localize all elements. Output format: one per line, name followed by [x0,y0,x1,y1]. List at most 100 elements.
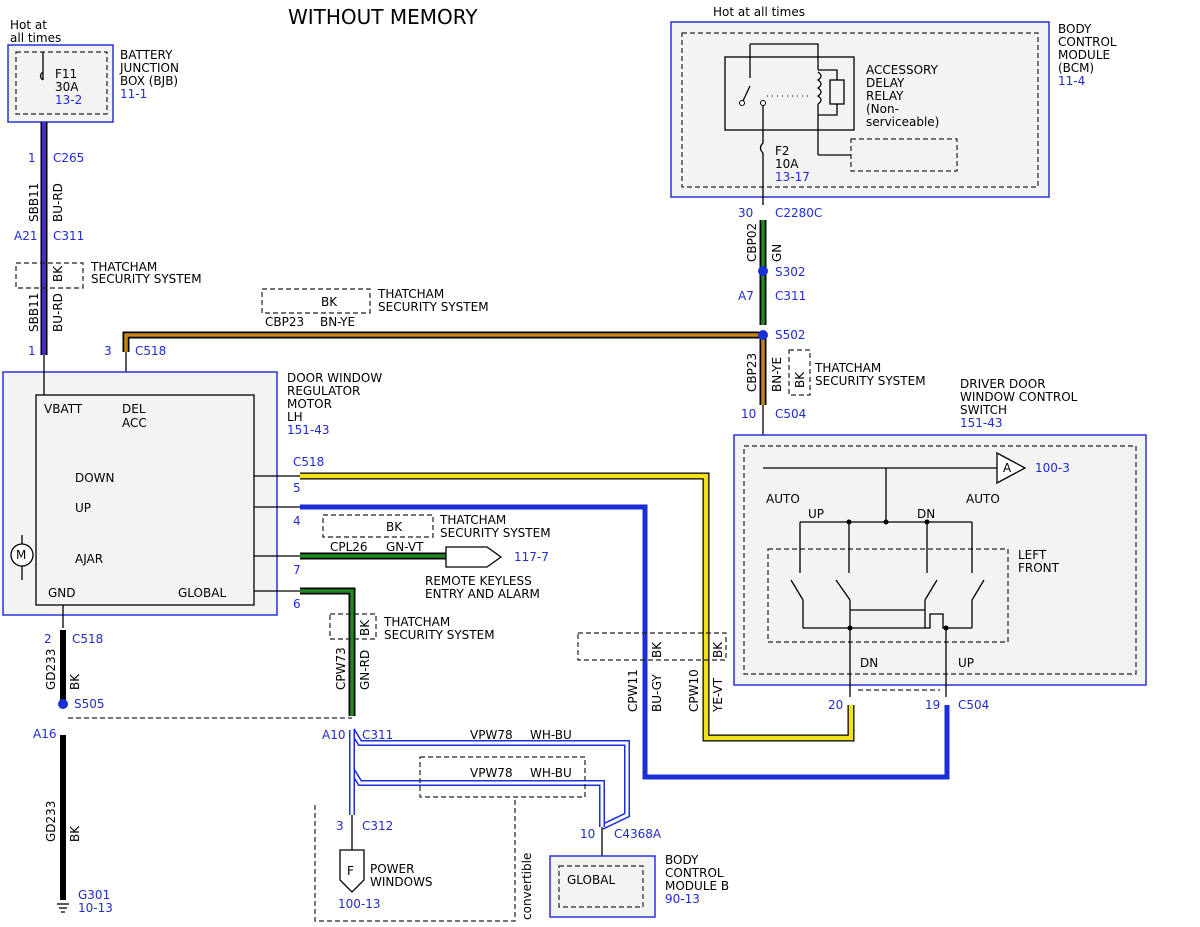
c311-b-label: C311 [775,289,806,303]
c312-pin: 3 [336,819,344,833]
gd233-label-b: GD233 [44,801,58,842]
pw-ref: 100-13 [338,897,381,911]
cpl26-label: CPL26 [330,540,368,554]
security-box-e [788,349,811,396]
bcm-name-2: CONTROL [1058,35,1117,49]
motor-name-4: LH [287,410,303,424]
relay-contact-pivot [739,100,745,106]
motor-ref: 151-43 [287,423,330,437]
bk-label-a: BK [51,265,65,282]
switch-box [733,434,1147,686]
relay-coil-feed [750,43,819,70]
diagram-title: WITHOUT MEMORY [288,5,478,29]
bcm-b-ref: 90-13 [665,892,700,906]
fuse-f11-ref: 13-2 [55,93,82,107]
relay-name-4: (Non- [866,102,899,116]
pin-7: 7 [293,563,301,577]
security-d-2: SECURITY SYSTEM [384,628,495,642]
c518-top-label: C518 [135,344,166,358]
cbp23-label-a: CBP23 [265,315,304,329]
bu-gy-label: BU-GY [650,674,664,712]
gn-rd-label: GN-RD [358,650,372,690]
vpw78-a-label: VPW78 [470,728,513,742]
relay-coil-icon [816,71,822,105]
rke-ref: 117-7 [514,550,549,564]
security-b-2: SECURITY SYSTEM [378,300,489,314]
pin-gnd: GND [48,586,76,600]
pin-ajar: AJAR [75,552,103,566]
vpw78-b-label: VPW78 [470,766,513,780]
fuse-f2: F2 [775,144,790,158]
security-box-c [322,514,434,538]
bk-label-b: BK [321,295,338,309]
c265-pin: 1 [28,151,36,165]
security-d-1: THATCHAM [383,615,450,629]
bcm-dashed-block [850,138,958,172]
left-front-box [767,548,1009,643]
bk-label-h: BK [650,641,664,658]
g301-ref: 10-13 [78,901,113,915]
global-b-label: GLOBAL [567,873,615,887]
splice-s302 [758,266,768,276]
c4368a-label: C4368A [614,827,662,841]
switch-auto-right: AUTO [966,492,1000,506]
switch-dn-out-label: DN [860,656,878,670]
pin-up: UP [75,501,91,515]
cpw11-label: CPW11 [626,669,640,712]
bcm-name-4: (BCM) [1058,61,1094,75]
c312-label: C312 [362,819,393,833]
pin-20: 20 [828,698,843,712]
pin-down: DOWN [75,471,115,485]
switch-name-1: DRIVER DOOR [960,377,1046,391]
left-front-1: LEFT [1018,548,1047,562]
switch-up-out-label: UP [958,656,974,670]
pin-3: 3 [104,344,112,358]
cpw10-label: CPW10 [687,669,701,712]
fuse-f2-amps: 10A [775,157,799,171]
bk-label-i: BK [711,641,725,658]
rke-connector-icon [445,546,503,568]
bcm-b-name-3: MODULE B [665,879,729,893]
bjb-name-2: JUNCTION [119,61,179,75]
left-front-2: FRONT [1018,561,1060,575]
security-a-2: SECURITY SYSTEM [91,272,202,286]
convertible-box [314,797,516,922]
pin-acc: ACC [122,416,147,430]
switch-inner [743,445,1137,675]
bcm-name-3: MODULE [1058,48,1110,62]
gn-label: GN [770,244,784,262]
relay-contact [741,85,751,104]
motor-name-1: DOOR WINDOW [287,371,382,385]
c311-a-pin: A21 [14,229,37,243]
pin-6: 6 [293,597,301,611]
relay-name-1: ACCESSORY [866,63,939,77]
c2280c-pin: 30 [738,206,753,220]
g301-label: G301 [78,888,110,902]
cbp23-label-b: CBP23 [745,353,759,392]
ye-vt-label: YE-VT [711,677,725,713]
security-e-2: SECURITY SYSTEM [815,374,926,388]
security-box-f [577,632,727,661]
fuse-f2-ref: 13-17 [775,170,810,184]
bcm-b-name-1: BODY [665,853,699,867]
bk-label-e: BK [358,619,372,636]
bcm-inner [681,32,1039,188]
bn-ye-label-b: BN-YE [770,357,784,392]
c504-b-label: C504 [958,698,989,712]
c265-label: C265 [53,151,84,165]
switch-name-3: SWITCH [960,403,1007,417]
c518-low-pin: 2 [44,632,52,646]
bk-label-f: BK [68,673,82,690]
security-box-a [15,262,84,289]
bn-ye-label-a: BN-YE [320,315,355,329]
bjb-hot-line2: all times [10,31,61,45]
c504-pin: 10 [741,407,756,421]
switch-ref: 151-43 [960,416,1003,430]
bcm-b-inner [558,865,644,908]
bjb-box [7,44,114,123]
rke-name-1: REMOTE KEYLESS [425,574,532,588]
bcm-ref: 11-4 [1058,74,1085,88]
bjb-name-1: BATTERY [120,48,173,62]
motor-name-2: REGULATOR [287,384,360,398]
